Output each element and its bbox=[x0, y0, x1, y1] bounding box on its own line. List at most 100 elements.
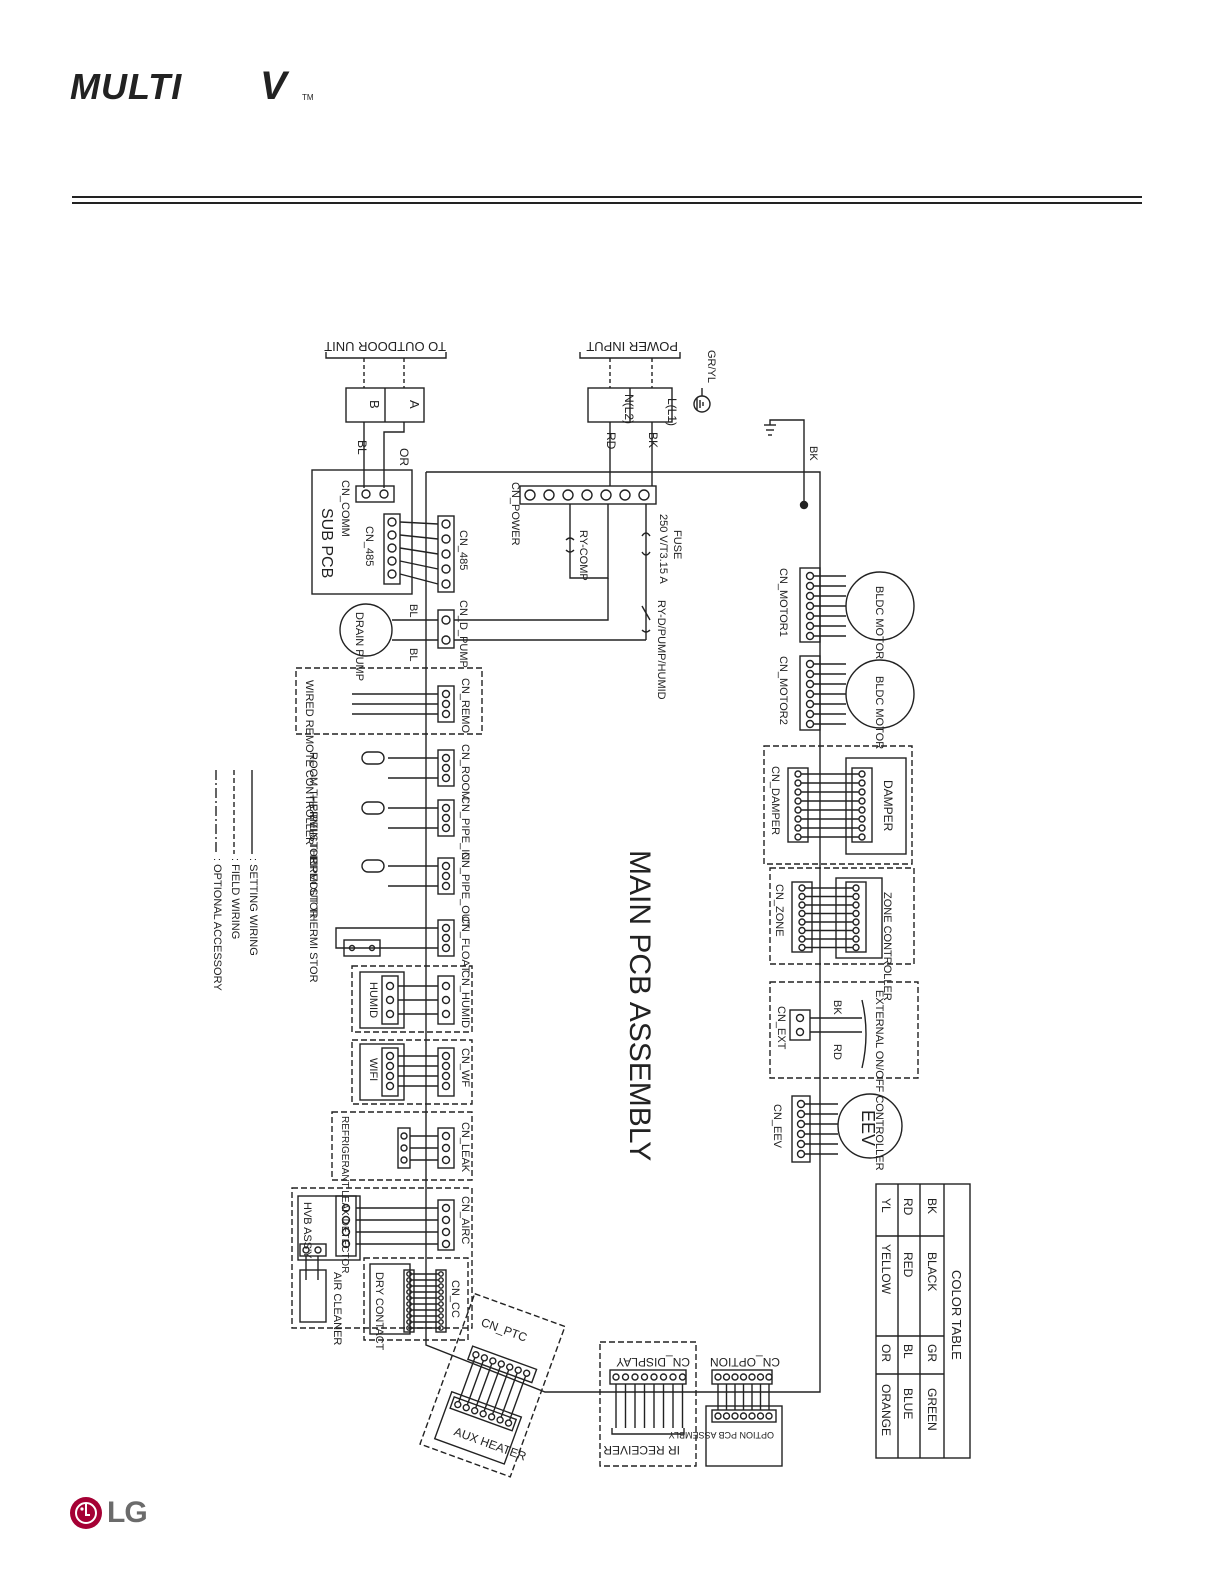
room-thermistor: CN_ROOM ROOM THERMI STOR bbox=[307, 744, 471, 865]
header-rule bbox=[72, 196, 1142, 206]
float-switch: CN_FLOAT bbox=[335, 916, 471, 973]
color-table: COLOR TABLE BK BLACK GR GREEN RD RED BL … bbox=[875, 1183, 971, 1459]
svg-text:YL: YL bbox=[879, 1198, 893, 1213]
fuse-label: FUSE bbox=[671, 530, 683, 559]
svg-text:BLACK: BLACK bbox=[925, 1252, 939, 1291]
svg-text:PIPEOUT THERMI STOR: PIPEOUT THERMI STOR bbox=[307, 856, 319, 983]
ground-icon bbox=[693, 388, 711, 413]
lg-text: LG bbox=[107, 1496, 148, 1529]
svg-text:CN_LEAK: CN_LEAK bbox=[459, 1122, 471, 1173]
wire-bl-label: BL bbox=[355, 440, 369, 455]
ry-pump-label: RY-D/PUMP/HUMID bbox=[655, 600, 667, 700]
svg-text:OPTION PCB ASSEMBLY: OPTION PCB ASSEMBLY bbox=[669, 1430, 774, 1440]
multi-v-logo: MULTI V TM bbox=[70, 66, 314, 106]
svg-text:: FIELD WIRING: : FIELD WIRING bbox=[229, 858, 241, 939]
damper-module: DAMPER CN_DAMPER bbox=[763, 745, 913, 865]
svg-text:BK: BK bbox=[925, 1198, 939, 1214]
gr-yl-label: GR/YL bbox=[705, 350, 717, 383]
svg-text:CN_DAMPER: CN_DAMPER bbox=[769, 766, 781, 835]
svg-text:HUMID: HUMID bbox=[367, 982, 379, 1018]
svg-text:BL: BL bbox=[901, 1344, 915, 1359]
svg-text:WIFI: WIFI bbox=[367, 1058, 379, 1081]
main-pcb-outline bbox=[425, 471, 821, 1393]
svg-text:AIR CLEANER: AIR CLEANER bbox=[331, 1272, 343, 1345]
svg-text:RD: RD bbox=[831, 1044, 843, 1060]
svg-text:CN_HUMID: CN_HUMID bbox=[459, 970, 471, 1028]
svg-text:CN_MOTOR2: CN_MOTOR2 bbox=[777, 656, 789, 725]
wired-remote-label: WIRED REMOTE CONTROLLER bbox=[303, 680, 315, 845]
svg-text:CN_OPTION: CN_OPTION bbox=[710, 1355, 780, 1369]
svg-text:BLDC MOTOR: BLDC MOTOR bbox=[873, 586, 885, 659]
svg-text:CN_PTC: CN_PTC bbox=[479, 1315, 529, 1345]
ground-bk-label: BK bbox=[807, 446, 819, 461]
outdoor-bracket bbox=[325, 352, 447, 359]
svg-text:CN_CC: CN_CC bbox=[449, 1280, 461, 1318]
cn-485-label: CN_485 bbox=[457, 530, 469, 570]
power-input-label: POWER INPUT bbox=[586, 339, 678, 354]
terminal-l1: L(L1) bbox=[665, 398, 679, 426]
refrigerant-leak-detector: CN_LEAK REFRIGERANT LEAK DETECTOR bbox=[331, 1111, 473, 1273]
wired-remote-box bbox=[295, 667, 483, 735]
svg-text:ORANGE: ORANGE bbox=[879, 1384, 893, 1436]
option-pcb: CN_OPTION OPTION PCB ASSEMBLY bbox=[669, 1355, 783, 1467]
power-bracket bbox=[579, 352, 681, 359]
svg-text:ROOM THERMI STOR: ROOM THERMI STOR bbox=[307, 752, 319, 865]
fuse-rating-label: 250 V/T3.15 A bbox=[657, 514, 669, 584]
drain-pump-motor bbox=[339, 603, 393, 657]
svg-text:BLDC MOTOR: BLDC MOTOR bbox=[873, 676, 885, 749]
bldc-motor-1: BLDC MOTOR CN_MOTOR1 bbox=[777, 567, 915, 659]
drain-bl-label-1: BL bbox=[407, 604, 419, 617]
svg-text:CN_AIRC: CN_AIRC bbox=[459, 1196, 471, 1244]
cn-remo-label: CN_REMO bbox=[459, 678, 471, 733]
sub-pcb-box bbox=[311, 469, 413, 595]
svg-text:CN_PIPE_OUT: CN_PIPE_OUT bbox=[459, 852, 471, 929]
cn-power-label: CN_POWER bbox=[509, 482, 521, 546]
dry-contact: CN_CC DRY CONTACT bbox=[363, 1257, 469, 1351]
svg-text:: OPTIONAL ACCESSORY: : OPTIONAL ACCESSORY bbox=[211, 858, 223, 991]
pipe-in-thermistor: CN_PIPE_IN PIPEIN THERMI STOR bbox=[307, 796, 471, 919]
logo-tm: TM bbox=[302, 93, 314, 102]
sub-pcb-label: SUB PCB bbox=[318, 508, 335, 578]
svg-text:DRY CONTACT: DRY CONTACT bbox=[373, 1272, 385, 1351]
cn-d-pump-connector bbox=[437, 609, 455, 649]
wiring-legend: : SETTING WIRING : FIELD WIRING : OPTION… bbox=[211, 770, 259, 991]
logo-multi: MULTI bbox=[70, 66, 182, 106]
svg-text:CN_DISPLAY: CN_DISPLAY bbox=[616, 1355, 690, 1369]
svg-text:HVB ASS'Y: HVB ASS'Y bbox=[301, 1202, 313, 1259]
svg-text:OR: OR bbox=[879, 1344, 893, 1362]
svg-text:IR RECEIVER: IR RECEIVER bbox=[603, 1443, 680, 1457]
svg-text:ZONE CONTROLLER: ZONE CONTROLLER bbox=[881, 892, 893, 1001]
svg-text:CN_MOTOR1: CN_MOTOR1 bbox=[777, 568, 789, 637]
svg-text:CN_EEV: CN_EEV bbox=[771, 1104, 783, 1149]
humid-module: CN_HUMID HUMID bbox=[351, 965, 473, 1033]
svg-text:CN_PIPE_IN: CN_PIPE_IN bbox=[459, 796, 471, 860]
cn-comm-label: CN_COMM bbox=[339, 480, 351, 537]
svg-text:GREEN: GREEN bbox=[925, 1388, 939, 1431]
svg-text:COLOR TABLE: COLOR TABLE bbox=[949, 1270, 964, 1360]
ry-comp-label: RY-COMP bbox=[577, 530, 589, 581]
bldc-motor-2: BLDC MOTOR CN_MOTOR2 bbox=[777, 655, 915, 749]
cn-d-pump-label: CN_D_PUMP bbox=[457, 600, 469, 668]
svg-text:CN_ROOM: CN_ROOM bbox=[459, 744, 471, 800]
main-pcb-label: MAIN PCB ASSEMBLY bbox=[623, 850, 656, 1161]
svg-text:BLUE: BLUE bbox=[901, 1388, 915, 1419]
svg-text:REFRIGERANT LEAK DETECTOR: REFRIGERANT LEAK DETECTOR bbox=[339, 1116, 350, 1273]
cn-485-sub-label: CN_485 bbox=[363, 526, 375, 566]
terminal-b: B bbox=[367, 400, 382, 409]
logo-v: V bbox=[260, 66, 290, 106]
drain-bl-label-2: BL bbox=[407, 648, 419, 661]
external-onoff-controller: EXTERNAL ON/OFF CONTROLLER CN_EXT BK RD bbox=[769, 981, 919, 1171]
lg-face-icon bbox=[70, 1497, 102, 1529]
chassis-ground-icon bbox=[764, 419, 805, 505]
wifi-module: CN_WF WIFI bbox=[351, 1039, 473, 1105]
pipe-out-thermistor: CN_PIPE_OUT PIPEOUT THERMI STOR bbox=[307, 852, 471, 983]
eev-motor: EEV CN_EEV bbox=[771, 1093, 903, 1163]
svg-text:PIPEIN THERMI STOR: PIPEIN THERMI STOR bbox=[307, 804, 319, 919]
svg-text:CN_WF: CN_WF bbox=[459, 1048, 471, 1087]
svg-text:: SETTING WIRING: : SETTING WIRING bbox=[247, 858, 259, 956]
svg-text:BK: BK bbox=[831, 1000, 843, 1015]
drain-pump-label: DRAIN PUMP bbox=[353, 612, 365, 681]
svg-text:RED: RED bbox=[901, 1252, 915, 1278]
zone-controller: ZONE CONTROLLER CN_ZONE bbox=[769, 867, 915, 1001]
